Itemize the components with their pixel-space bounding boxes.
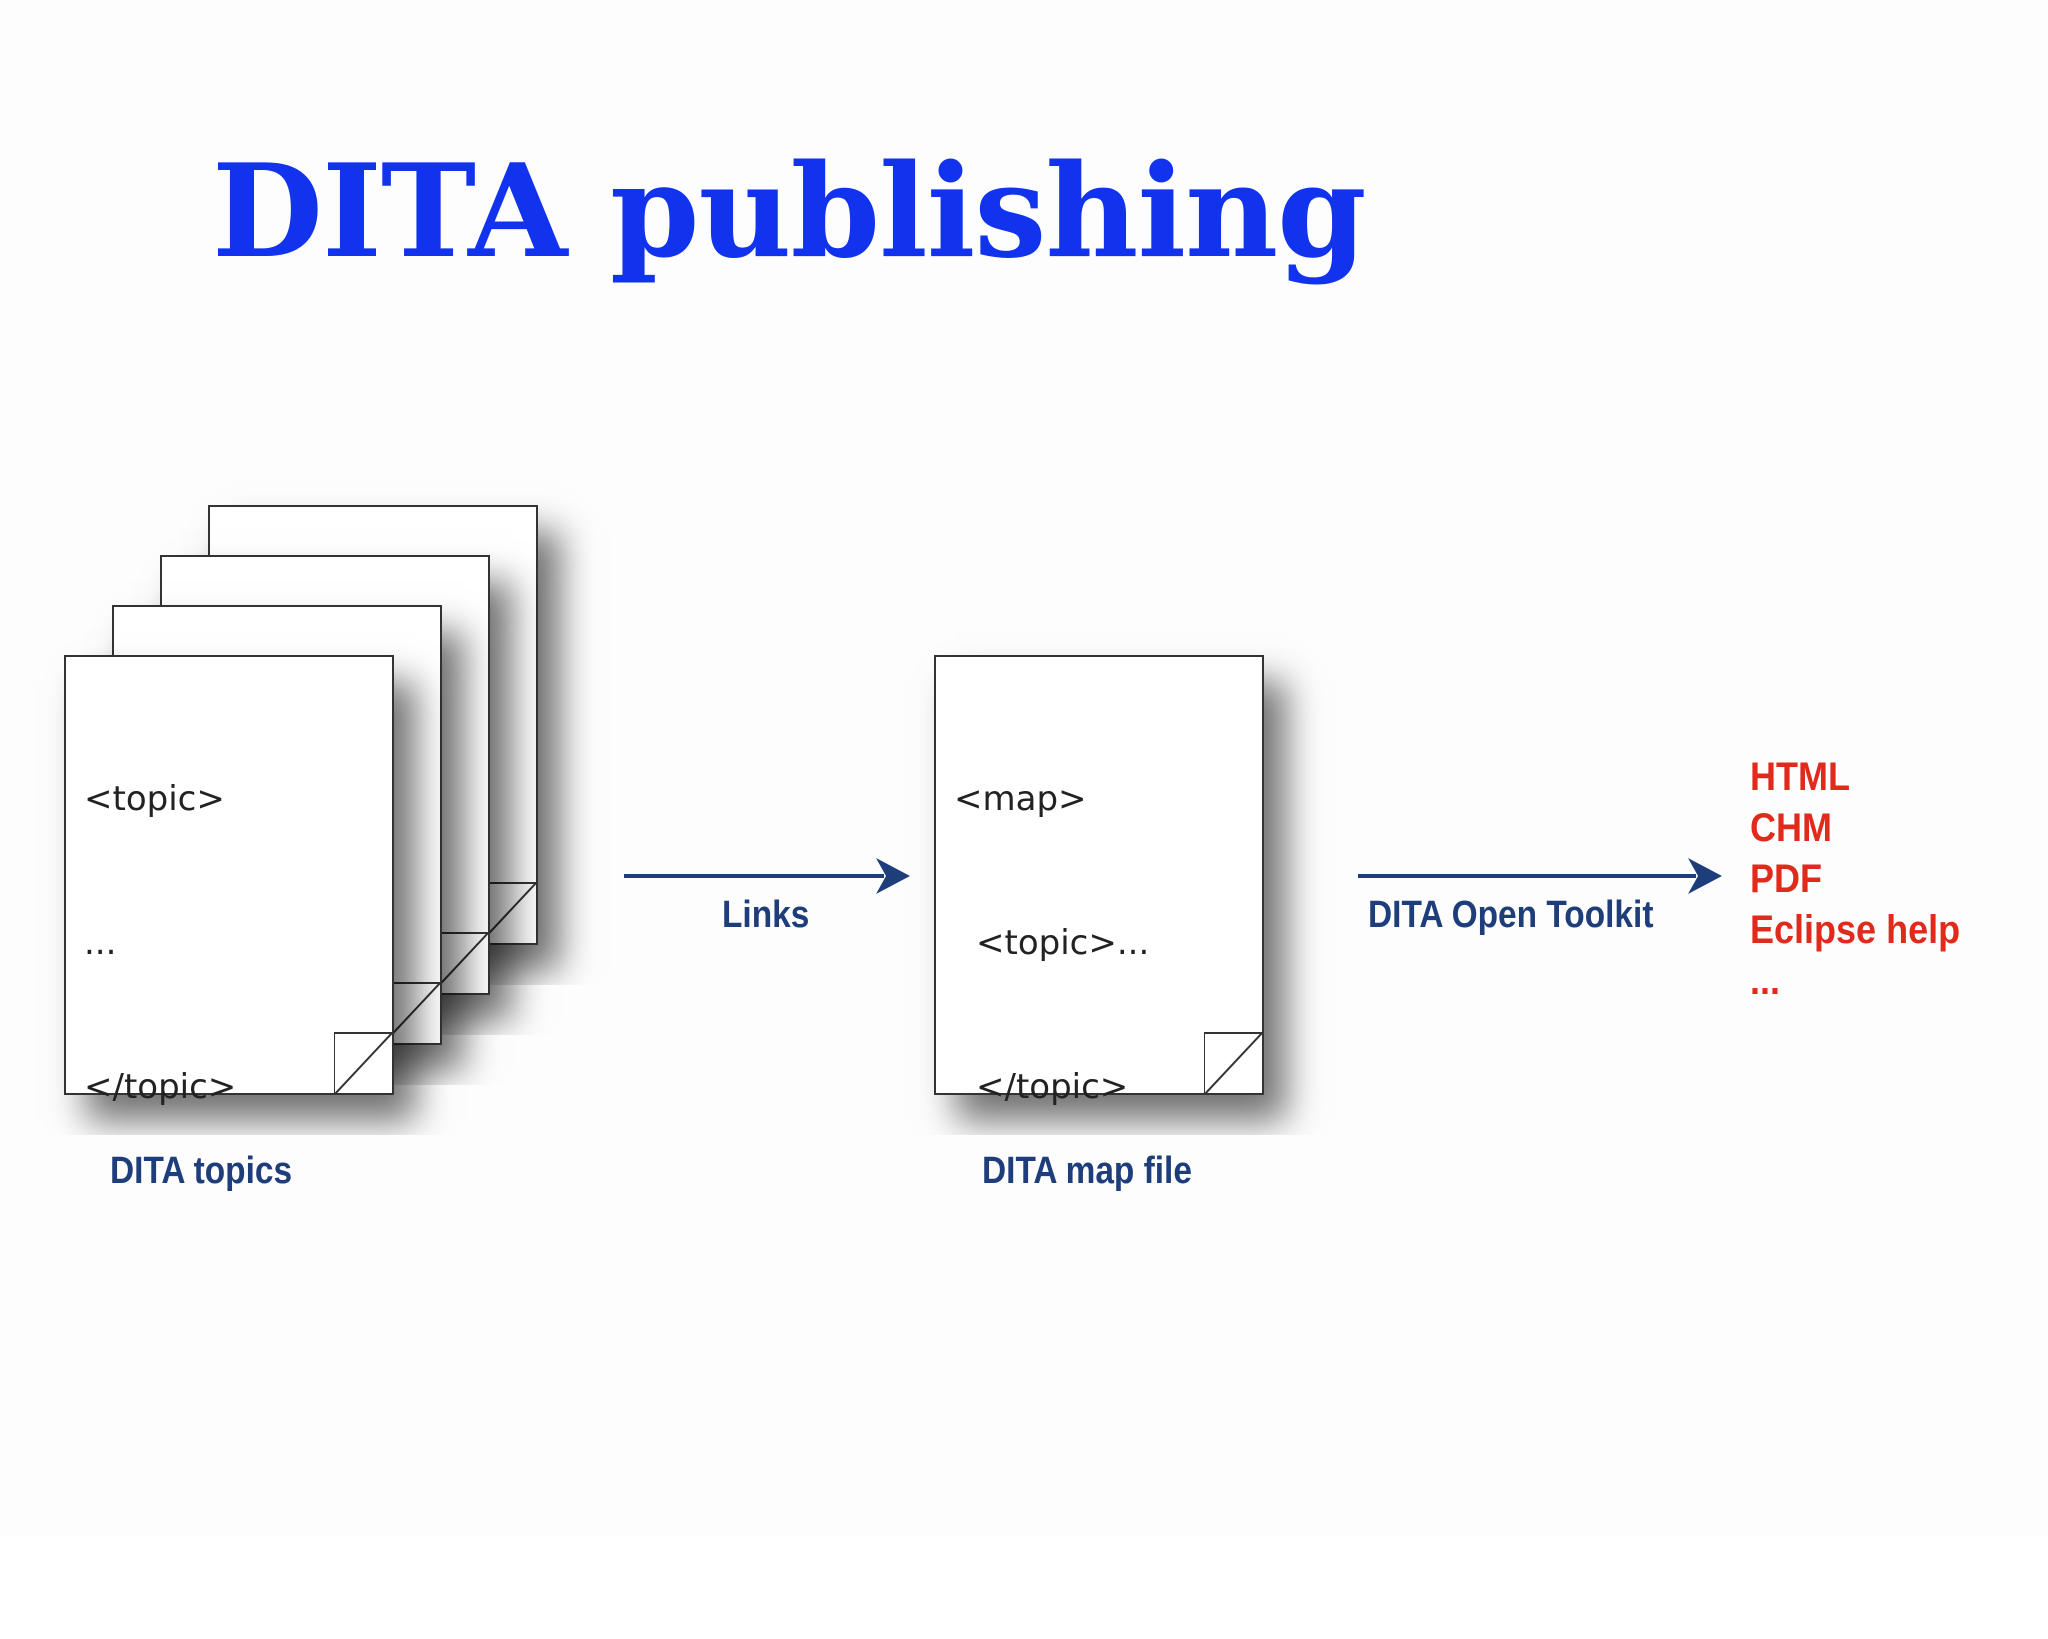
- output-formats-list: HTML CHM PDF Eclipse help ...: [1750, 752, 1960, 1007]
- code-line: </topic>: [976, 1067, 1129, 1107]
- map-code: <map> <topic>... </topic> <topic>... </t…: [954, 679, 1150, 1395]
- map-file-page: <map> <topic>... </topic> <topic>... </t…: [934, 655, 1264, 1107]
- links-arrow-icon: [624, 858, 910, 894]
- output-format-item: HTML: [1750, 755, 1850, 799]
- page-fold-icon: [382, 982, 442, 1045]
- page-fold-icon: [1204, 1032, 1264, 1095]
- output-format-item: CHM: [1750, 806, 1832, 850]
- slide-title: DITA publishing: [212, 137, 1367, 287]
- topics-caption: DITA topics: [110, 1150, 293, 1192]
- output-format-item: Eclipse help: [1750, 908, 1961, 952]
- code-line: </topic>: [84, 1067, 237, 1107]
- topic-page-front: <topic> ... </topic>: [64, 655, 394, 1107]
- code-line: <topic>...: [976, 923, 1150, 963]
- toolkit-arrow-icon: [1358, 858, 1722, 894]
- page-fold-icon: [334, 1032, 394, 1095]
- topic-code: <topic> ... </topic>: [84, 679, 237, 1135]
- slide: DITA publishing <topic> ... </: [64, 137, 1961, 1192]
- code-line: <topic>...: [976, 1211, 1150, 1251]
- output-format-item: ...: [1750, 959, 1781, 1003]
- code-line: </topic>: [976, 1355, 1129, 1395]
- output-format-item: PDF: [1750, 857, 1822, 901]
- toolkit-label: DITA Open Toolkit: [1368, 894, 1654, 936]
- page-fold-icon: [430, 932, 490, 995]
- links-label: Links: [722, 894, 810, 936]
- code-line: <map>: [954, 779, 1087, 819]
- map-file-caption: DITA map file: [982, 1150, 1192, 1192]
- page-fold-icon: [478, 882, 538, 945]
- code-line: ...: [84, 923, 117, 963]
- code-line: <topic>: [84, 779, 225, 819]
